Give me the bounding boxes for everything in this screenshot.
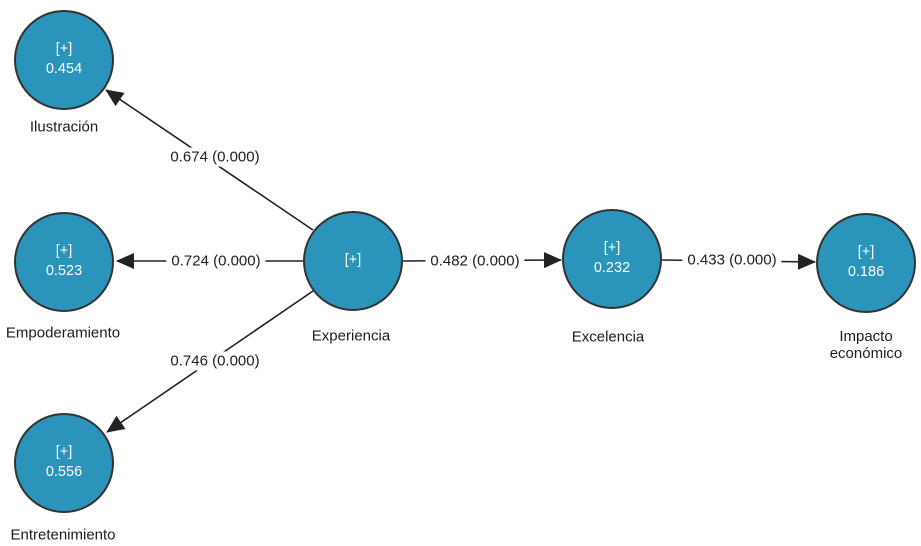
- path-coefficient-experiencia-excelencia: 0.482 (0.000): [425, 251, 525, 271]
- node-label-excelencia: Excelencia: [571, 328, 645, 346]
- node-indicator: [+]: [857, 244, 875, 261]
- node-r2-value: 0.523: [45, 263, 83, 279]
- node-label-experiencia: Experiencia: [311, 327, 391, 345]
- node-label-ilustracion: Ilustración: [29, 118, 99, 136]
- node-label-entretenimiento: Entretenimiento: [10, 526, 116, 544]
- node-r2-value: 0.232: [593, 260, 631, 276]
- node-label-impacto-economico: Impacto económico: [829, 328, 903, 362]
- path-coefficient-experiencia-entretenimiento: 0.746 (0.000): [165, 351, 265, 371]
- node-indicator: [+]: [55, 41, 73, 58]
- node-entretenimiento: [+] 0.556: [14, 413, 114, 513]
- node-label-empoderamiento: Empoderamiento: [5, 324, 121, 342]
- node-indicator: [+]: [603, 240, 621, 257]
- node-excelencia: [+] 0.232: [562, 209, 662, 309]
- node-ilustracion: [+] 0.454: [14, 10, 114, 110]
- node-r2-value: 0.556: [45, 464, 83, 480]
- node-indicator: [+]: [55, 444, 73, 461]
- path-coefficient-experiencia-empoderamiento: 0.724 (0.000): [166, 251, 266, 271]
- node-indicator: [+]: [55, 243, 73, 260]
- node-empoderamiento: [+] 0.523: [14, 212, 114, 312]
- node-experiencia: [+]: [303, 211, 403, 311]
- node-impacto-economico: [+] 0.186: [816, 213, 916, 313]
- path-coefficient-experiencia-ilustracion: 0.674 (0.000): [165, 147, 265, 167]
- path-coefficient-excelencia-impacto-economico: 0.433 (0.000): [682, 250, 782, 270]
- node-r2-value: 0.186: [847, 264, 885, 280]
- node-r2-value: 0.454: [45, 61, 83, 77]
- node-indicator: [+]: [344, 252, 362, 269]
